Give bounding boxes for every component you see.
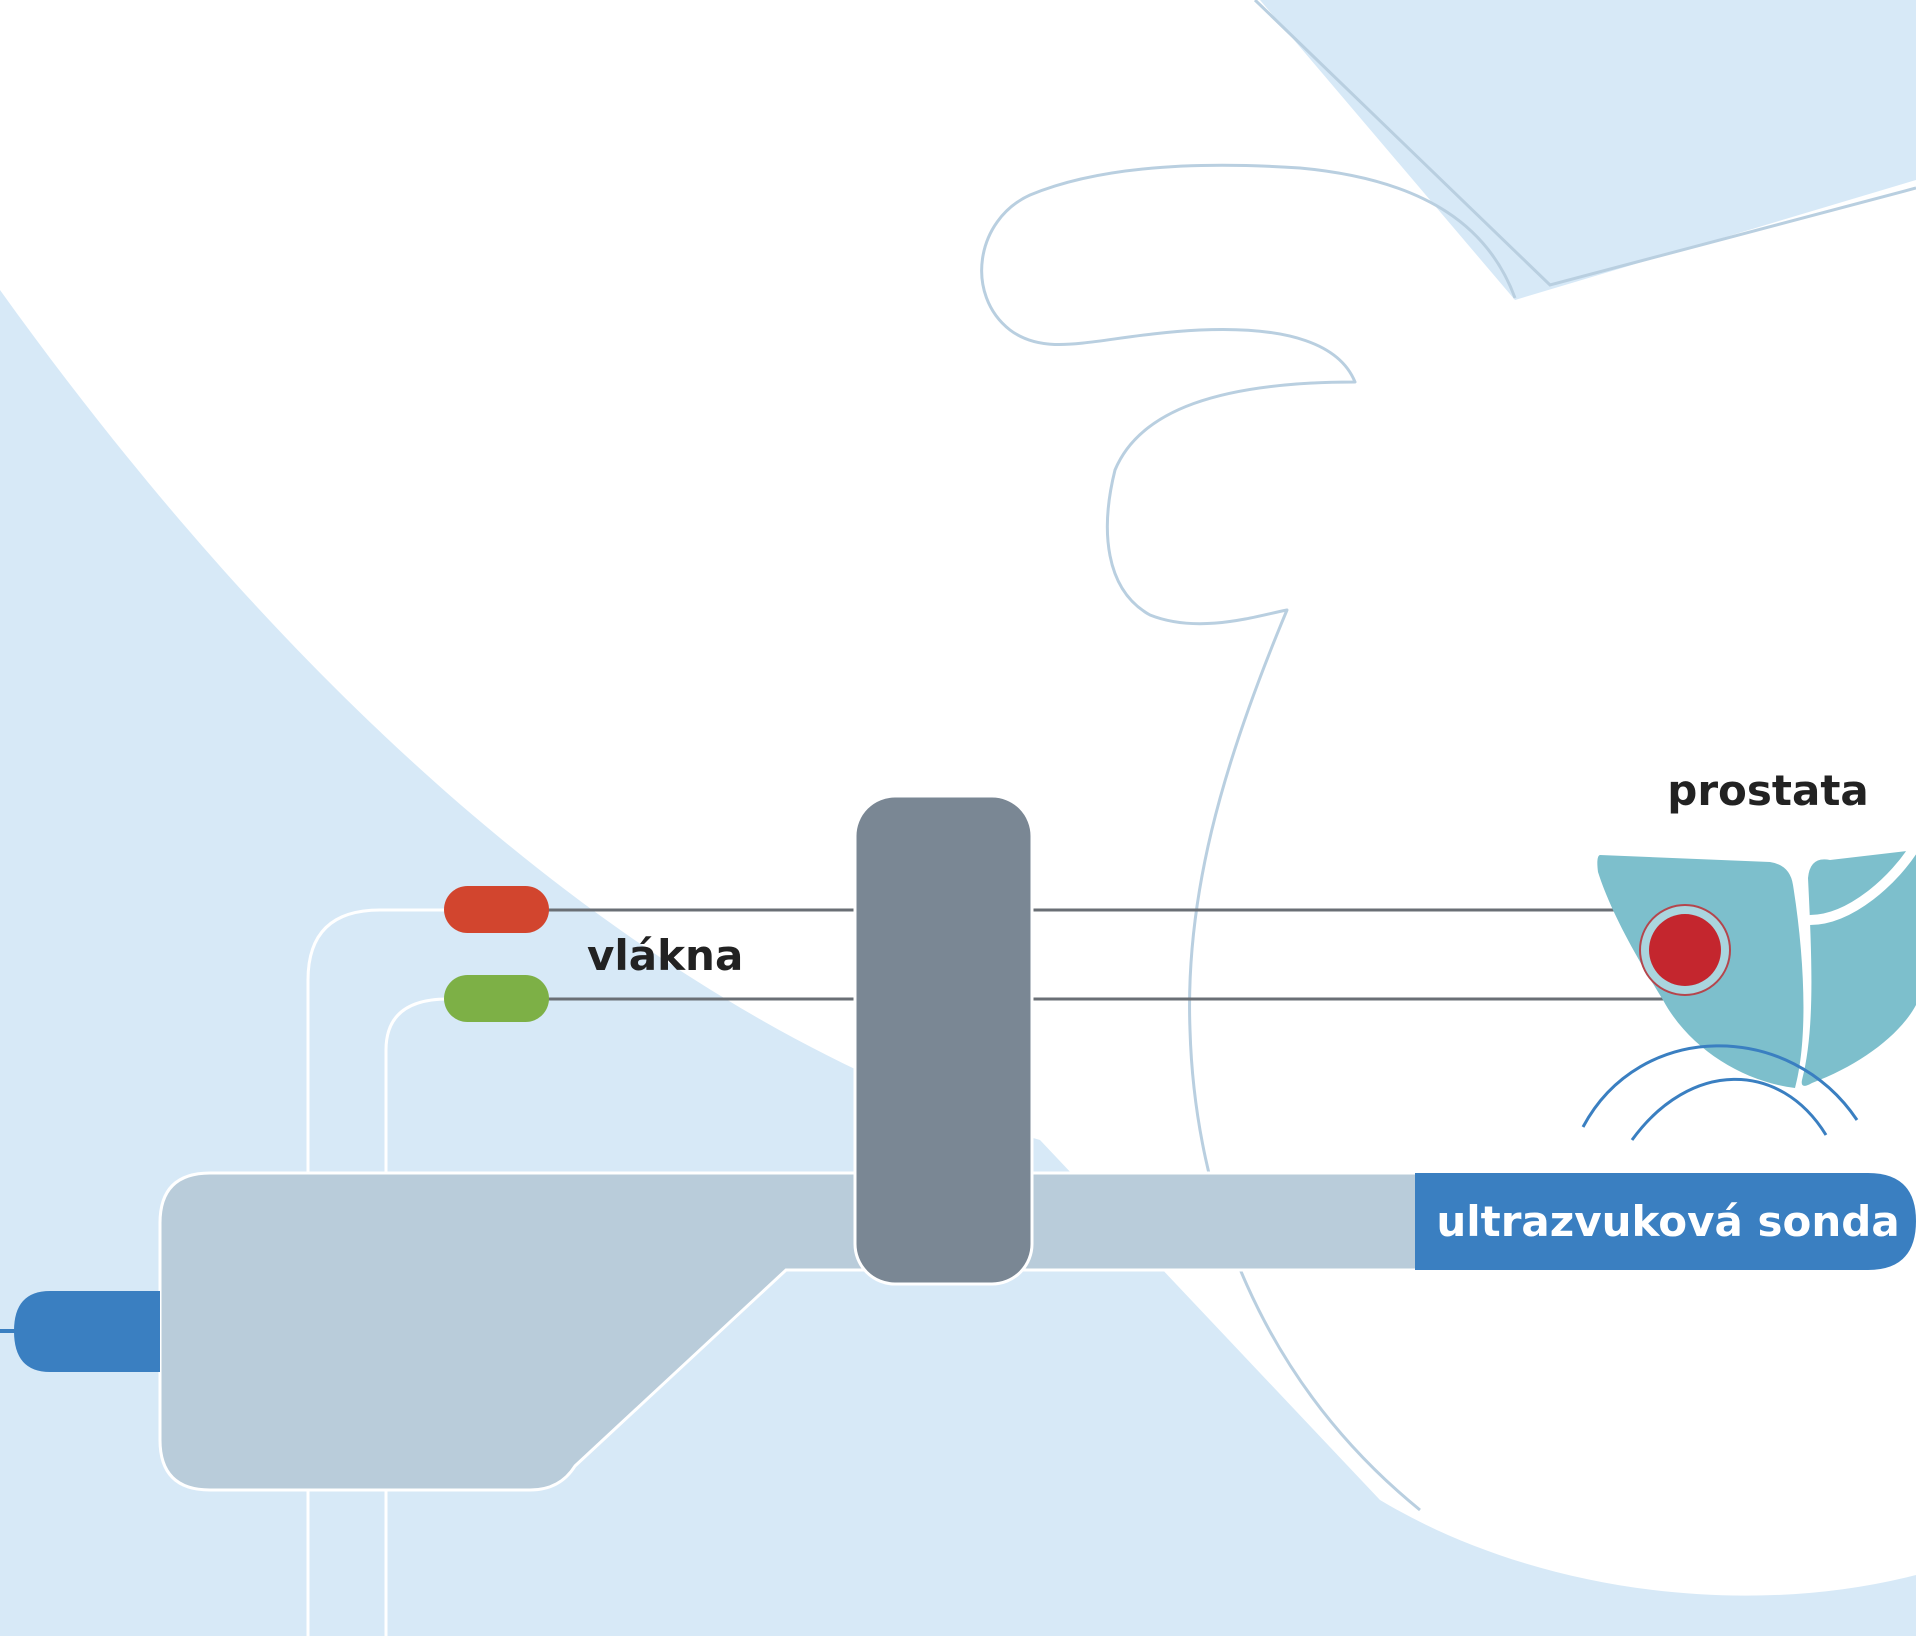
ultrasound-probe-body: [158, 1171, 1422, 1492]
ultrasound-probe-tip: [1415, 1173, 1916, 1270]
thigh-edge-line: [1253, 0, 1916, 287]
fiber-connector-green: [444, 975, 549, 1022]
probe-handle-cap: [14, 1291, 160, 1372]
probe-label: ultrazvuková sonda: [1436, 1197, 1899, 1246]
template-grid: [853, 794, 1034, 1286]
ultrasound-arc-inner: [1630, 1077, 1828, 1141]
fiber-cable-green: [384, 997, 449, 1636]
ultrasound-arc-outer: [1581, 1044, 1859, 1128]
prostate-right-lobe: [1801, 850, 1916, 1086]
prostate-urethra: [1805, 840, 1916, 925]
fibers-label: vlákna: [587, 931, 743, 980]
organ-outline: [980, 163, 1517, 1512]
tumor-ring: [1639, 904, 1731, 996]
prostate-label: prostata: [1667, 766, 1868, 815]
fiber-cable-red: [306, 908, 448, 1636]
tumor-target: [1649, 914, 1721, 986]
fiber-connector-red: [444, 886, 549, 933]
